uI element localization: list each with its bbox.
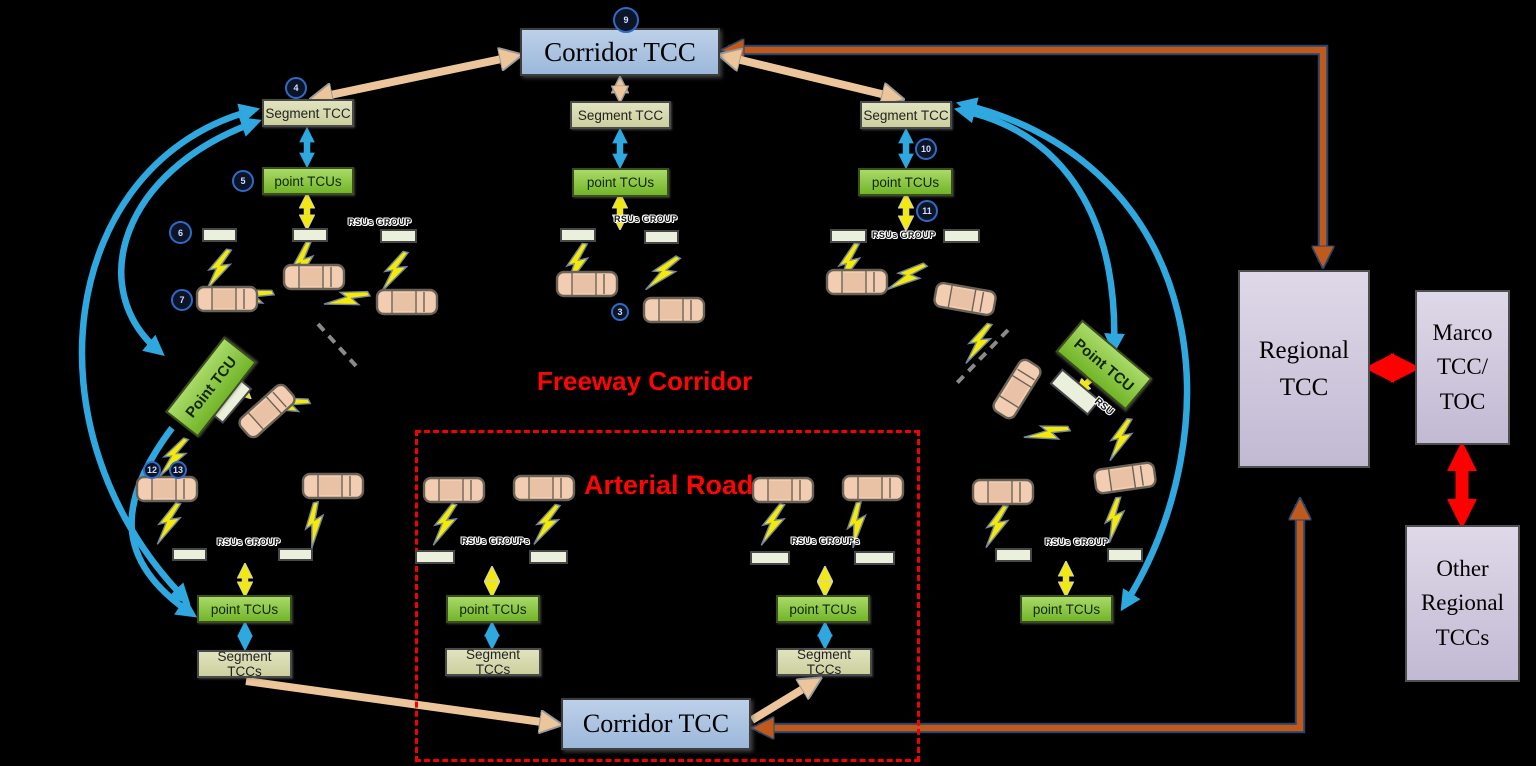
- rsu-box: [292, 228, 328, 242]
- car-icon: [375, 288, 439, 316]
- segment-tcc-left-box: Segment TCC: [262, 99, 354, 127]
- rsus-group-label-right: RSUs GROUP: [872, 230, 936, 240]
- badge-10: 10: [915, 138, 937, 160]
- orange-link-corridor-to-regional: [728, 50, 1323, 262]
- rsu-box: [644, 230, 679, 244]
- segment-tcc-right-box: Segment TCC: [860, 101, 952, 129]
- badge-9: 9: [613, 7, 639, 33]
- other-regional-tccs-box: Other Regional TCCs: [1405, 525, 1520, 682]
- lightning-icon: [963, 319, 995, 369]
- regional-tcc-box: Regional TCC: [1238, 270, 1370, 468]
- car-icon: [195, 285, 259, 313]
- lightning-icon: [1107, 416, 1135, 464]
- rsu-box: [1107, 548, 1143, 562]
- rsu-box: [172, 548, 207, 561]
- arterial-road-zone-border: [415, 430, 920, 762]
- rsus-group-label-mid: RSUs GROUP: [614, 214, 678, 224]
- blue-curve-pointtcu-pointtcus-bottom: [128, 426, 198, 618]
- rsu-box: [854, 551, 895, 565]
- rsu-box: [415, 550, 455, 564]
- orange-link-bottomcorridor-to-regional: [758, 504, 1300, 728]
- rsu-box: [278, 548, 313, 561]
- marco-tcc-toc-box: Marco TCC/ TOC: [1415, 290, 1510, 445]
- rsus-group-label-bottomright: RSUs GROUP: [1045, 537, 1109, 547]
- badge-6: 6: [169, 221, 192, 244]
- badge-11: 11: [916, 200, 938, 222]
- lightning-icon: [379, 247, 411, 297]
- rsus-groups-label-arterial-right: RSUs GROUPs: [791, 536, 860, 546]
- badge-12: 12: [143, 461, 161, 479]
- tan-link-segtccs-corridorbottom: [245, 677, 556, 724]
- tan-link-corridor-segright: [724, 56, 898, 98]
- badge-5: 5: [232, 170, 254, 192]
- lightning-icon: [299, 500, 331, 550]
- rsu-box: [830, 229, 867, 243]
- tan-link-corridor-segleft: [316, 56, 516, 98]
- car-icon: [135, 475, 199, 503]
- rsu-box: [560, 228, 596, 242]
- car-icon: [989, 355, 1045, 423]
- rsu-unit-rotated-right: [1049, 368, 1101, 416]
- rsu-box: [529, 550, 568, 564]
- car-icon: [932, 280, 998, 318]
- lightning-icon: [643, 249, 683, 299]
- car-icon: [555, 270, 619, 298]
- freeway-corridor-label: Freeway Corridor: [537, 366, 753, 396]
- badge-7: 7: [171, 289, 193, 311]
- badge-4: 4: [285, 77, 307, 99]
- point-tcus-arterial-right-box: point TCUs: [776, 595, 870, 623]
- rsu-box: [995, 548, 1032, 562]
- corridor-tcc-top-box: Corridor TCC: [520, 28, 720, 76]
- lightning-icon: [884, 254, 930, 302]
- segment-tcc-mid-box: Segment TCC: [570, 101, 671, 129]
- badge-13: 13: [169, 461, 187, 479]
- point-tcus-bottomleft-box: point TCUs: [197, 595, 292, 623]
- rsu-box: [380, 229, 417, 243]
- segment-tccs-arterial-left-box: Segment TCCs: [445, 647, 541, 677]
- lightning-icon: [154, 499, 184, 549]
- point-tcus-mid-box: point TCUs: [572, 168, 669, 197]
- rsus-groups-label-arterial-left: RSUs GROUPs: [461, 536, 530, 546]
- blue-curve-segright-pointtcus-bottom: [955, 97, 1191, 612]
- car-icon: [642, 296, 706, 324]
- rsu-box: [750, 551, 790, 565]
- segment-tccs-bottomleft-box: Segment TCCs: [197, 649, 292, 679]
- car-icon: [825, 268, 889, 296]
- point-tcus-bottomright-box: point TCUs: [1020, 595, 1113, 623]
- car-icon: [301, 472, 365, 500]
- tan-link-corridorbottom-segtccs: [749, 681, 816, 724]
- segment-tccs-arterial-right-box: Segment TCCs: [776, 647, 872, 677]
- point-tcus-left-box: point TCUs: [262, 167, 354, 195]
- lightning-icon: [1022, 414, 1072, 454]
- rsus-group-label-bottomleft: RSUs GROUP: [217, 537, 281, 547]
- car-icon: [1092, 460, 1158, 496]
- point-tcus-right-box: point TCUs: [858, 168, 953, 196]
- dashed-separator-right: [954, 328, 1010, 386]
- rsu-box: [202, 228, 237, 242]
- car-icon: [971, 478, 1035, 506]
- point-tcus-arterial-left-box: point TCUs: [446, 595, 540, 623]
- lightning-icon: [983, 503, 1011, 551]
- corridor-tcc-bottom-box: Corridor TCC: [561, 698, 751, 750]
- rsus-group-label-left: RSUs GROUP: [348, 217, 412, 227]
- arterial-road-label: Arterial Road: [584, 470, 754, 500]
- badge-3: 3: [611, 303, 629, 321]
- rsu-box: [943, 229, 980, 243]
- car-icon: [282, 263, 346, 291]
- blue-curve-segleft-pointtcu-rot: [118, 117, 262, 356]
- dashed-separator-left: [316, 322, 358, 368]
